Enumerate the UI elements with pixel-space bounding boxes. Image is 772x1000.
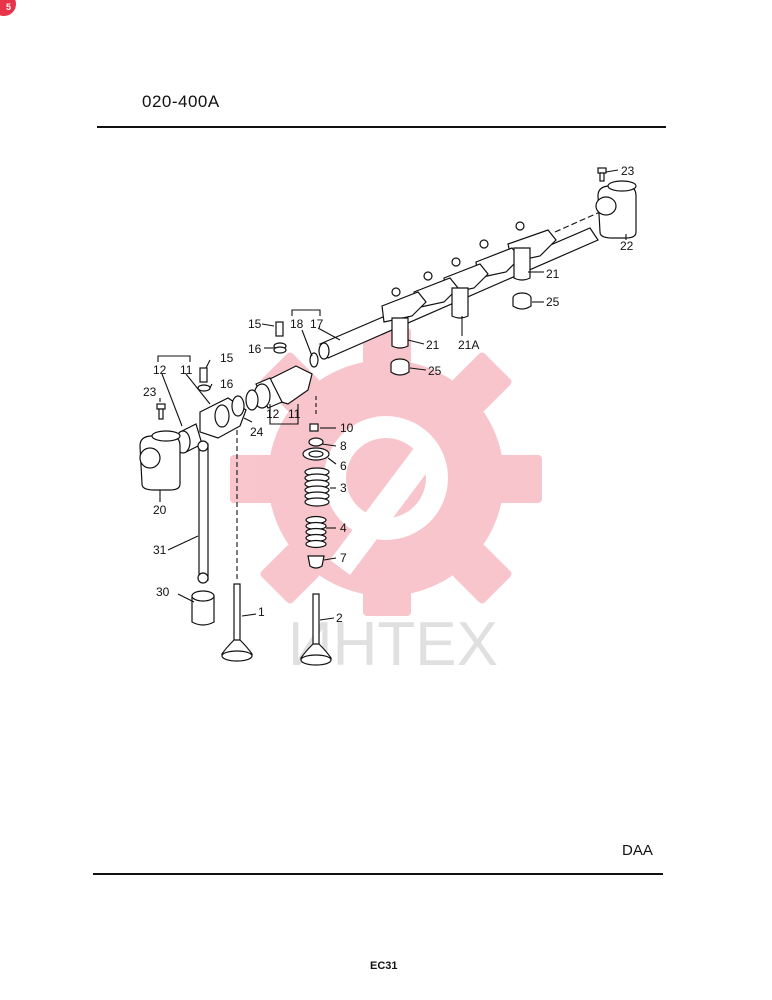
corner-badge: 5 [0,0,16,16]
callout-25-lower: 25 [428,364,442,378]
callout-16-left: 16 [220,377,234,391]
spacer-25-upper-body [512,298,532,310]
rocker-bracket-end [595,180,637,239]
bottom-rule [93,873,663,875]
exhaust-valve [299,593,333,666]
rocker-arm-middle [253,321,313,409]
callout-24: 24 [250,425,264,439]
callout-17: 17 [310,317,324,331]
watermark-gear-icon [230,328,542,616]
callout-3: 3 [340,481,347,495]
callout-6: 6 [340,459,347,473]
rocker-bracket-21 [391,247,531,349]
callout-20: 20 [153,503,167,517]
callout-labels: 23 22 21 25 21 21A 25 15 18 17 16 12 11 … [143,164,635,625]
push-rod [197,440,209,584]
leader-lines [157,169,627,621]
callout-21-upper: 21 [546,267,560,281]
callout-10: 10 [340,421,354,435]
callout-30: 30 [156,585,170,599]
callout-11-left: 11 [180,363,193,377]
page-number: EC31 [370,960,398,972]
callout-11-right: 11 [288,407,301,421]
callout-31: 31 [153,543,167,557]
callout-23-left: 23 [143,385,157,399]
callout-12-left: 12 [153,363,167,377]
callout-15-left: 15 [220,351,234,365]
callout-12-right: 12 [266,407,280,421]
top-rule [97,126,666,128]
callout-23-top: 23 [621,164,635,178]
snap-ring-18 [309,352,319,368]
section-code: DAA [622,842,653,859]
callout-7: 7 [340,551,347,565]
watermark-text: ИНТЕХ [288,610,498,679]
callout-18: 18 [290,317,304,331]
washer-24b [245,389,259,411]
badge-number: 5 [5,2,11,12]
inner-spring [305,515,327,549]
callout-21-lower: 21 [426,338,440,352]
intake-valve [220,430,254,662]
outer-spring [304,467,330,507]
callout-25-upper: 25 [546,295,560,309]
callout-22: 22 [620,239,634,253]
callout-2: 2 [336,611,343,625]
document-code: 020-400A [142,92,220,111]
washer-24a [231,395,245,417]
callout-8: 8 [340,439,347,453]
bolt-23-top [597,167,607,182]
rocker-arm-set [381,221,557,323]
rocker-bracket-20 [139,430,181,491]
callout-16-right: 16 [248,342,262,356]
callout-1: 1 [258,605,265,619]
tappet [191,590,215,626]
callout-21A: 21A [458,338,479,352]
callout-4: 4 [340,521,347,535]
spacer-25-lower-body [390,364,410,376]
bolt-23-left [156,403,166,420]
callout-15-right: 15 [248,317,262,331]
valve-spring-assembly [302,423,330,569]
